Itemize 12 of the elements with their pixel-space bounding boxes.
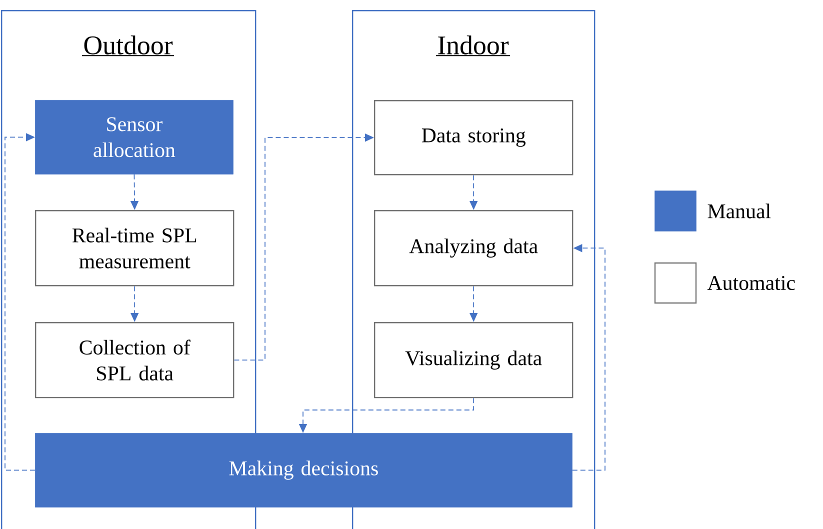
legend-label: Automatic [707,276,795,290]
automatic-step-box: Real-time SPL measurement [35,210,234,286]
automatic-step-box: Analyzing data [374,210,574,286]
automatic-step-box: Collection of SPL data [35,322,234,398]
legend-label: Manual [708,204,771,218]
automatic-step-box: Data storing [374,100,574,176]
manual-step-box: Sensor allocation [35,100,234,174]
column-heading: Outdoor [81,36,175,56]
column-heading: Indoor [435,36,511,56]
manual-step-box: Making decisions [35,433,572,508]
automatic-step-box: Visualizing data [374,322,574,398]
arrow [4,133,36,471]
